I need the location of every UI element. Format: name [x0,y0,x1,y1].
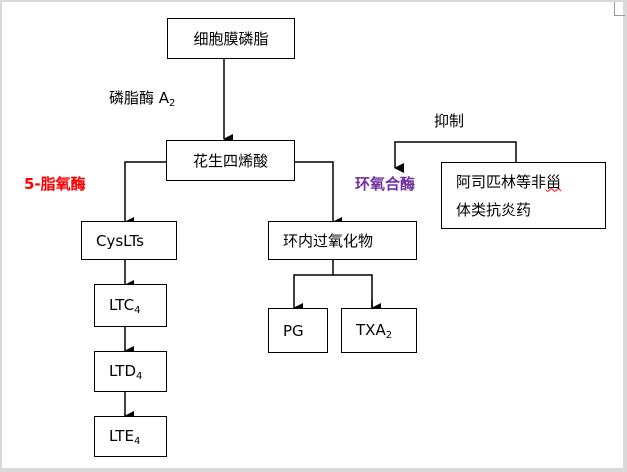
node-cyslts: CysLTs [81,221,177,260]
connector-endoperoxide-split [293,259,334,313]
connector-endoperoxide-txa2 [333,274,373,308]
label-5-lipoxygenase: 5-脂氧酶 [24,175,86,193]
node-ltc4: LTC4 [94,284,167,327]
node-label: CysLTs [96,231,144,250]
node-label-line2: 体类抗炎药 [456,200,532,219]
node-label: 环内过氧化物 [283,232,374,250]
node-pg: PG [268,308,328,353]
node-label: PG [283,321,304,340]
page-corner-mark [614,2,625,16]
node-txa2: TXA2 [341,308,417,353]
arrow-arachidonic-to-endoperoxide [294,161,342,227]
node-arachidonic-acid: 花生四烯酸 [166,140,295,181]
arrow-arachidonic-to-cyslts [124,161,166,227]
node-lte4: LTE4 [94,416,167,457]
spellcheck-underline: 甾 [546,172,562,191]
node-label: 花生四烯酸 [192,152,268,170]
node-ltd4: LTD4 [94,351,167,392]
label-cyclooxygenase: 环氧合酶 [355,175,416,193]
node-membrane-phospholipid: 细胞膜磷脂 [167,18,295,59]
node-label: 细胞膜磷脂 [193,30,269,48]
arrow-inhibit-to-cox [394,141,517,173]
node-nsaids: 阿司匹林等非甾 体类抗炎药 [441,162,606,229]
node-label-line1: 阿司匹林等非 [456,172,547,191]
node-endoperoxide: 环内过氧化物 [268,221,417,260]
label-phospholipase-a2: 磷脂酶 A2 [109,89,176,109]
label-inhibit: 抑制 [434,112,465,130]
